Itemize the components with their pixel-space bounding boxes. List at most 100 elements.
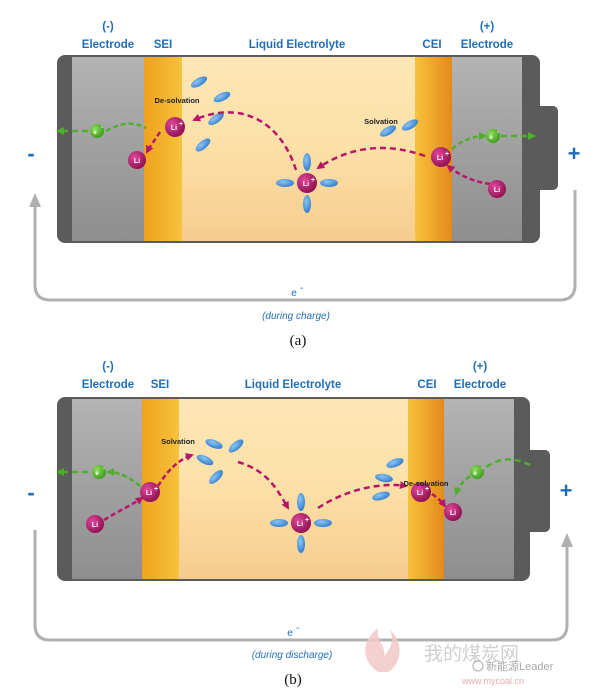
svg-text:Li: Li [494, 187, 500, 194]
minus-sign: - [27, 141, 34, 166]
li-ion: Li + [140, 482, 160, 502]
pos-electrode-header: Electrode [461, 39, 513, 51]
solvent-molecule [303, 195, 311, 213]
solvent-molecule [276, 179, 294, 187]
pos-electrode-sign: (+) [473, 361, 488, 373]
svg-text:Li: Li [437, 155, 443, 162]
solvent-molecule [213, 91, 231, 103]
solvent-molecule [303, 153, 311, 171]
li-transport-arrow [156, 453, 194, 487]
svg-text:+: + [445, 151, 449, 158]
solvent-molecule [205, 439, 223, 449]
solvent-molecule [297, 535, 305, 553]
solvated-li-ion: Li + [291, 513, 311, 533]
solvent-molecule [196, 454, 214, 466]
electron-arrow [484, 458, 531, 469]
positive-terminal [520, 106, 558, 190]
svg-text:Li: Li [92, 522, 98, 529]
liquid-electrolyte [179, 399, 408, 579]
panel-caption: (a) [290, 333, 307, 349]
svg-text:e: e [473, 471, 477, 477]
svg-text:Li: Li [303, 181, 309, 188]
electron-flow-sup: - [296, 623, 299, 634]
svg-text:+: + [425, 486, 429, 493]
svg-text:Li: Li [417, 490, 423, 497]
solvent-molecule [297, 493, 305, 511]
li-transport-arrow [103, 496, 144, 522]
solvent-molecule [386, 458, 404, 468]
solvent-molecule [209, 470, 223, 484]
svg-text:Li: Li [450, 510, 456, 517]
neg-electrode-header: Electrode [82, 39, 134, 51]
li-atom: Li [488, 180, 506, 198]
panel-caption: (b) [284, 672, 302, 688]
electron-flow-label: e [291, 288, 297, 299]
negative-electrode [72, 399, 142, 579]
neg-electrode-sign: (-) [102, 361, 114, 373]
electron-particle: e - [92, 465, 106, 479]
li-transport-arrow [317, 481, 408, 510]
negative-electrode [72, 57, 144, 241]
plus-sign: + [560, 478, 573, 503]
watermark-url: www.mycoal.cn [461, 676, 524, 686]
liquid-electrolyte [182, 57, 415, 241]
watermark: 我的煤炭网 新能源Leader www.mycoal.cn [365, 628, 554, 686]
desolvation-label: De-solvation [154, 96, 199, 105]
positive-electrode [452, 57, 522, 241]
svg-text:+: + [179, 121, 183, 128]
wechat-icon [472, 660, 484, 672]
desolvation-label: De-solvation [403, 479, 448, 488]
svg-text:e: e [489, 135, 493, 141]
during-discharge-label: (during discharge) [252, 650, 333, 661]
solvation-label: Solvation [364, 117, 398, 126]
svg-text:+: + [154, 486, 158, 493]
li-ion: Li + [411, 482, 431, 502]
solvent-molecule [270, 519, 288, 527]
electron-particle: e - [486, 129, 500, 143]
electrolyte-header: Liquid Electrolyte [249, 39, 346, 51]
neg-electrode-sign: (-) [102, 21, 114, 33]
svg-text:Li: Li [171, 125, 177, 132]
solvent-molecule [228, 439, 244, 453]
solvent-molecule [401, 119, 419, 131]
sei-header: SEI [154, 39, 173, 51]
li-ion: Li + [165, 117, 185, 137]
plus-sign: + [568, 141, 581, 166]
watermark-brand: 我的煤炭网 [424, 643, 519, 665]
electron-arrow [106, 468, 141, 487]
electron-arrow [105, 122, 147, 133]
positive-electrode [444, 399, 514, 579]
solvation-label: Solvation [161, 437, 195, 446]
li-transport-arrow [145, 131, 162, 154]
li-transport-arrow [446, 164, 491, 186]
svg-text:Li: Li [297, 521, 303, 528]
sei-header: SEI [151, 379, 170, 391]
li-ion: Li + [431, 147, 451, 167]
electron-particle: e - [90, 124, 104, 138]
li-transport-arrow [237, 460, 290, 510]
cei-header: CEI [422, 39, 441, 51]
solvent-molecule [195, 138, 211, 152]
li-atom: Li [444, 503, 462, 521]
flame-logo-icon [365, 628, 400, 672]
li-transport-arrow [431, 492, 447, 508]
solvent-molecules [196, 439, 404, 553]
during-charge-label: (during charge) [262, 311, 330, 322]
external-circuit [29, 190, 577, 302]
solvent-molecule [375, 473, 393, 483]
minus-sign: - [27, 480, 34, 505]
svg-text:-: - [497, 130, 499, 136]
li-atom: Li [86, 515, 104, 533]
solvent-molecules [190, 76, 419, 213]
panel-a: (-) Electrode SEI Liquid Electrolyte CEI… [27, 21, 580, 349]
external-circuit [33, 530, 573, 642]
pos-electrode-sign: (+) [480, 21, 495, 33]
svg-text:+: + [305, 517, 309, 524]
pos-electrode-header: Electrode [454, 379, 506, 391]
solvent-molecule [190, 76, 208, 88]
electron-arrow [451, 132, 487, 150]
electron-flow-label: e [287, 628, 293, 639]
neg-electrode-header: Electrode [82, 379, 134, 391]
svg-text:Li: Li [134, 158, 140, 165]
